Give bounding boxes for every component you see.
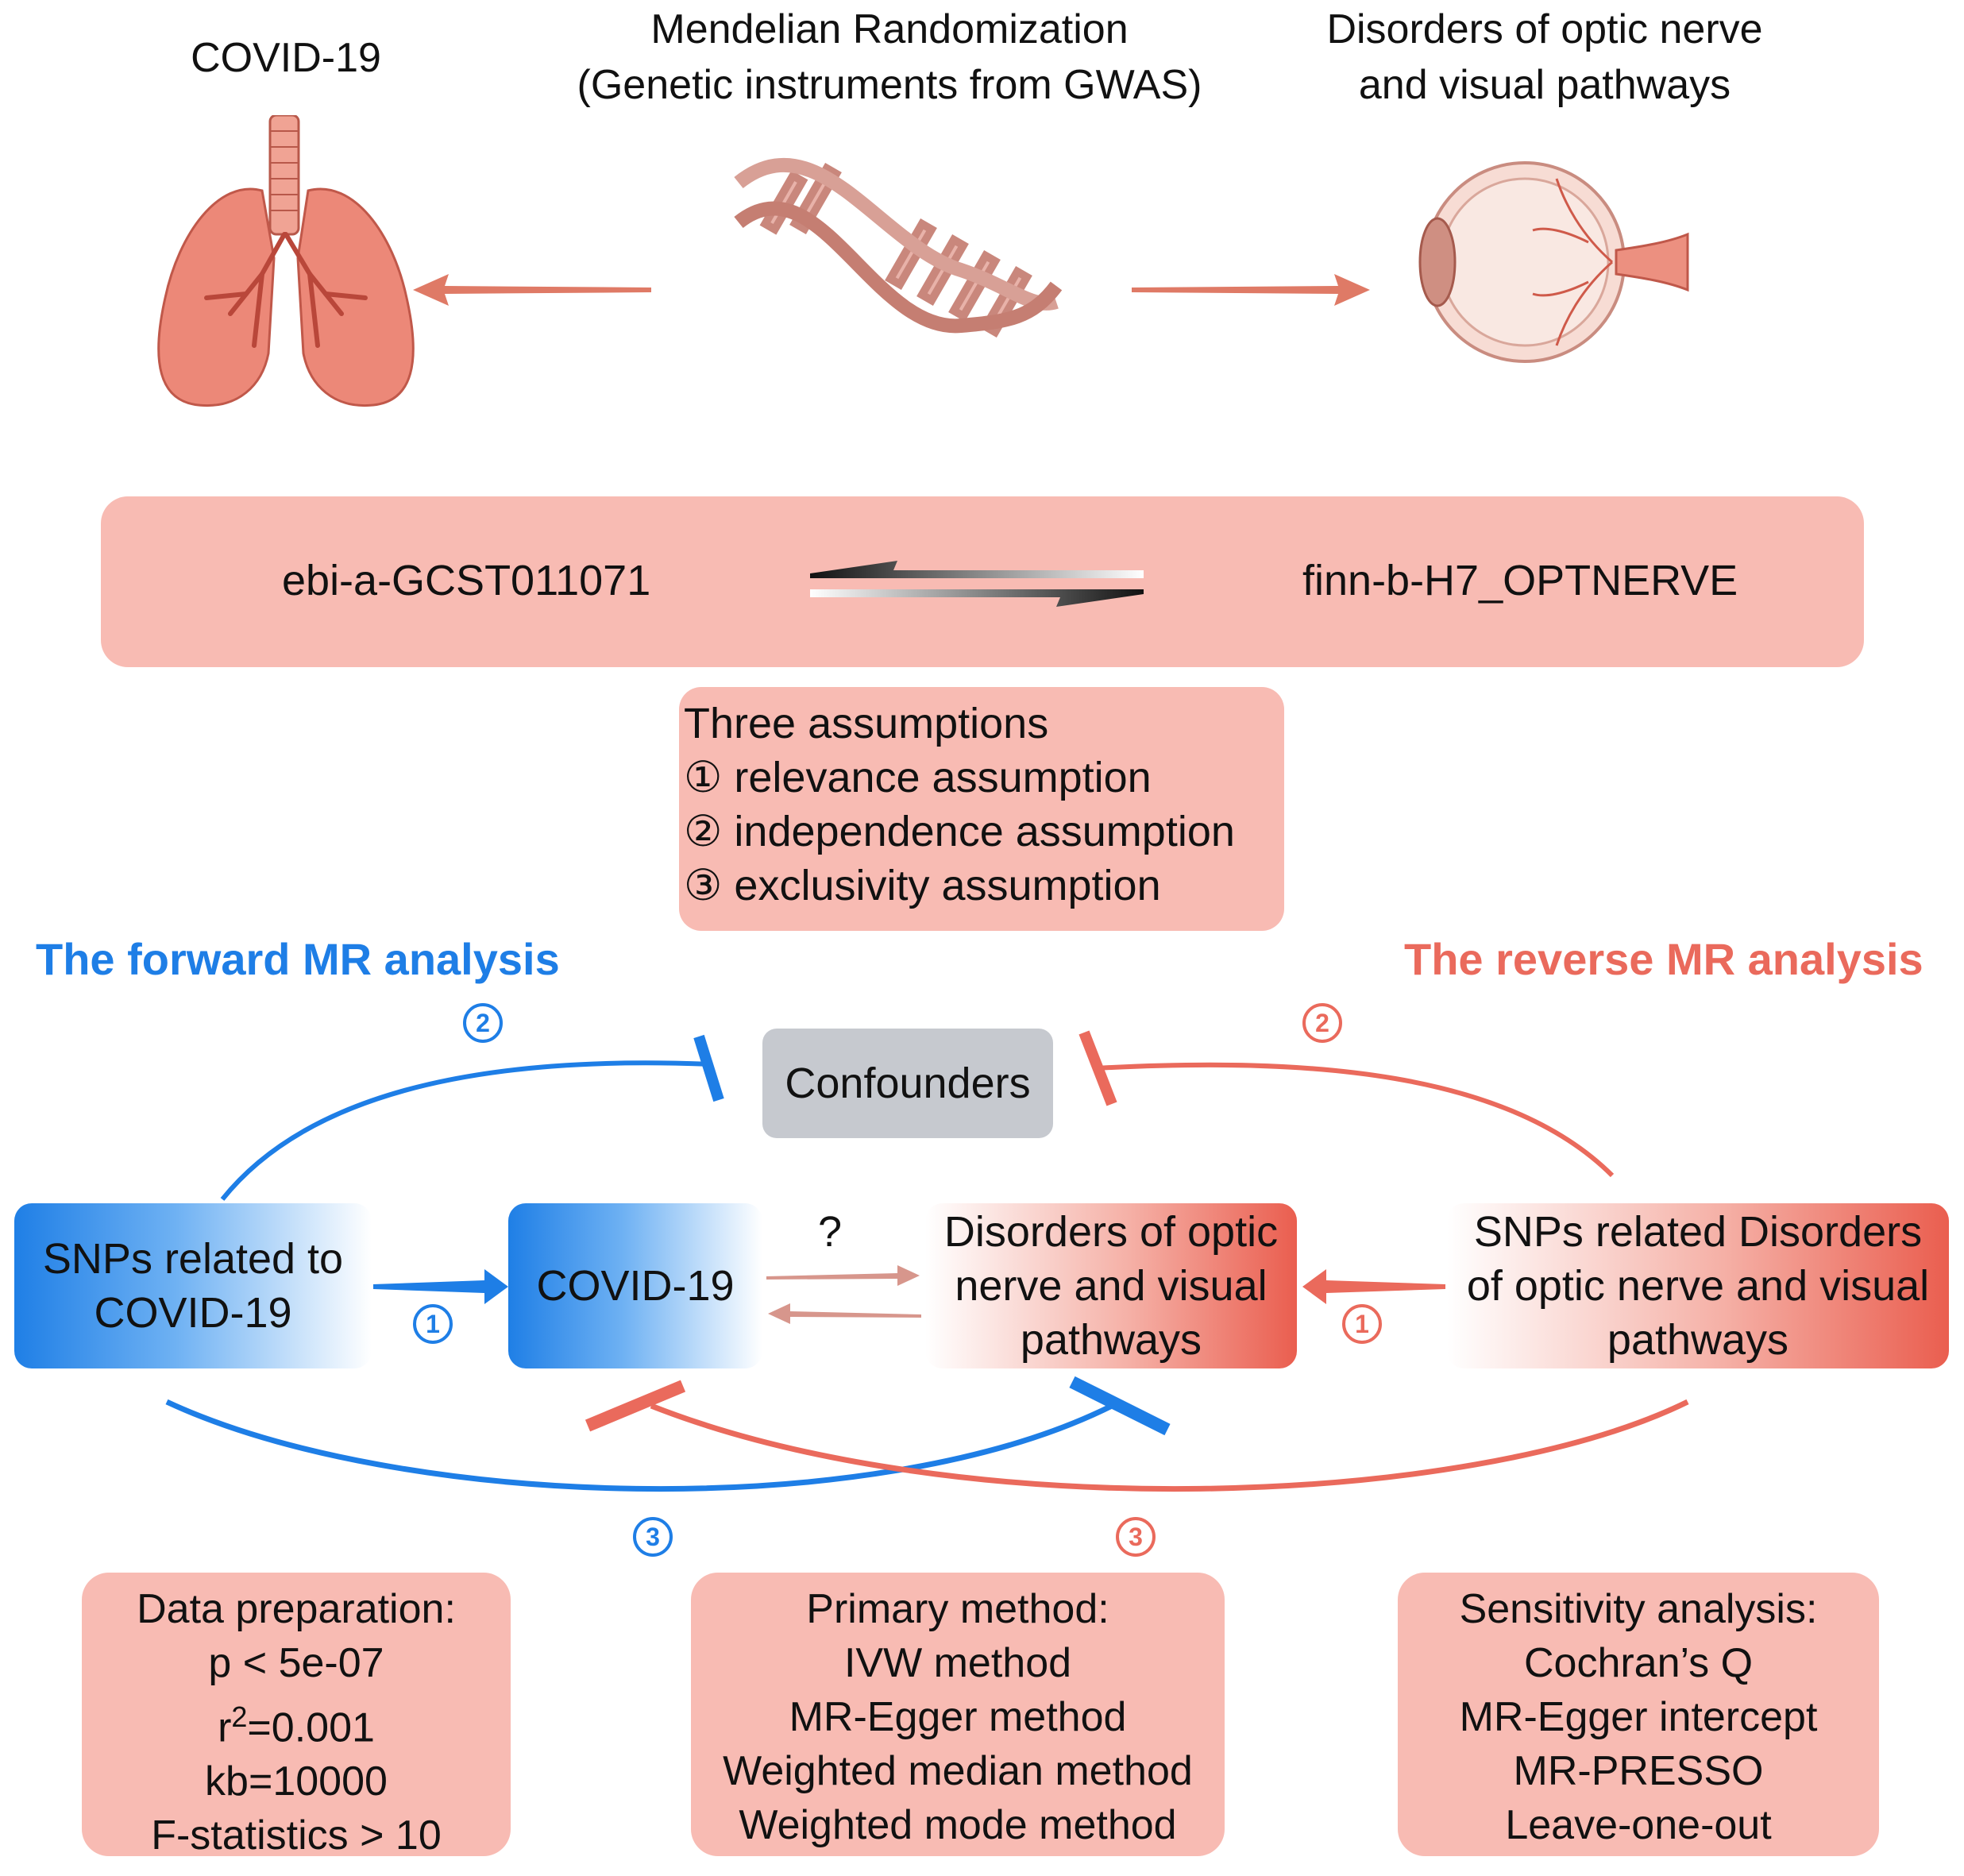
eyeball-icon [1418, 161, 1689, 363]
dna-helix-icon [734, 157, 1063, 338]
reverse-confounder-blocker [1078, 1030, 1117, 1106]
arrow-to-exposure [413, 274, 651, 306]
exposure-title: COVID-19 [191, 35, 381, 81]
sensitivity-title: Sensitivity analysis: [1459, 1586, 1818, 1632]
assumptions-title: Three assumptions [684, 700, 1049, 747]
confounders-box: Confounders [762, 1029, 1053, 1138]
sensitivity-mr-presso: MR-PRESSO [1513, 1748, 1764, 1794]
assumption-relevance: ① relevance assumption [684, 754, 1152, 801]
disorders-line1: Disorders of optic [943, 1208, 1279, 1256]
forward-analysis-title: The forward MR analysis [36, 934, 560, 984]
primary-weighted-mode: Weighted mode method [739, 1802, 1177, 1848]
method-title-line1: Mendelian Randomization [650, 6, 1129, 52]
reverse-marker-3: 3 [1116, 1517, 1156, 1557]
forward-confounder-arc [220, 1060, 712, 1201]
dataset-band [101, 496, 1864, 667]
primary-ivw: IVW method [843, 1640, 1072, 1686]
snps-covid-line2: COVID-19 [94, 1289, 292, 1337]
covid-node: COVID-19 [508, 1203, 762, 1368]
sensitivity-analysis-box: Sensitivity analysis: Cochran’s Q MR-Egg… [1398, 1573, 1879, 1856]
data-prep-r2: r2=0.001 [218, 1700, 375, 1751]
data-prep-title: Data preparation: [137, 1586, 456, 1632]
snps-disorders-line2: of optic nerve and visual [1466, 1262, 1930, 1310]
dataset-outcome-id: finn-b-H7_OPTNERVE [1302, 557, 1738, 604]
lungs-icon [157, 115, 415, 407]
causal-reverse-arrow [768, 1303, 921, 1324]
sensitivity-leave-one-out: Leave-one-out [1505, 1802, 1772, 1848]
reverse-analysis-title: The reverse MR analysis [1404, 934, 1923, 984]
reverse-marker-1: 1 [1342, 1304, 1382, 1344]
primary-weighted-median: Weighted median method [723, 1748, 1193, 1794]
data-prep-pvalue: p < 5e-07 [208, 1640, 384, 1686]
disorders-line2: nerve and visual [955, 1262, 1268, 1310]
data-preparation-box: Data preparation: p < 5e-07 r2=0.001 kb=… [82, 1573, 511, 1859]
outcome-title-line2: and visual pathways [1358, 62, 1731, 108]
forward-exclusivity-blocker [1069, 1376, 1171, 1436]
snps-covid-line1: SNPs related to [42, 1235, 344, 1283]
snps-disorders-line1: SNPs related Disorders [1473, 1208, 1923, 1256]
forward-relevance-arrow [373, 1269, 508, 1304]
arrow-to-outcome [1132, 274, 1370, 306]
method-title-line2: (Genetic instruments from GWAS) [577, 62, 1202, 108]
dataset-exposure-id: ebi-a-GCST011071 [282, 557, 651, 604]
causal-forward-arrow [766, 1265, 920, 1286]
primary-method-title: Primary method: [806, 1586, 1109, 1632]
assumption-exclusivity: ③ exclusivity assumption [684, 862, 1161, 909]
forward-confounder-blocker [693, 1034, 724, 1102]
bidirectional-arrows-icon [810, 561, 1144, 607]
forward-marker-2: 2 [463, 1003, 503, 1043]
reverse-exclusivity-arc [650, 1399, 1689, 1492]
snps-covid-box: SNPs related to COVID-19 [14, 1203, 372, 1368]
reverse-marker-2: 2 [1302, 1003, 1342, 1043]
reverse-relevance-arrow [1302, 1269, 1445, 1304]
reverse-exclusivity-blocker [585, 1380, 686, 1432]
snps-disorders-box: SNPs related Disorders of optic nerve an… [1447, 1203, 1949, 1368]
outcome-title-line1: Disorders of optic nerve [1326, 6, 1763, 52]
disorders-line3: pathways [1020, 1316, 1202, 1364]
forward-exclusivity-arc [165, 1399, 1113, 1492]
disorders-node: Disorders of optic nerve and visual path… [925, 1203, 1297, 1368]
reverse-confounder-arc [1095, 1062, 1615, 1178]
data-prep-kb: kb=10000 [205, 1758, 388, 1805]
outcome-title: Disorders of optic nerve and visual path… [1255, 2, 1835, 113]
snps-disorders-line3: pathways [1607, 1316, 1789, 1364]
covid-node-label: COVID-19 [536, 1262, 735, 1310]
assumptions-box: Three assumptions ① relevance assumption… [679, 687, 1284, 931]
confounders-label: Confounders [785, 1060, 1031, 1107]
method-title: Mendelian Randomization (Genetic instrum… [492, 2, 1287, 113]
sensitivity-egger-intercept: MR-Egger intercept [1459, 1694, 1818, 1740]
data-prep-fstat: F-statistics > 10 [151, 1812, 442, 1859]
primary-mr-egger: MR-Egger method [789, 1694, 1127, 1740]
forward-marker-3: 3 [633, 1517, 673, 1557]
forward-marker-1: 1 [413, 1304, 453, 1344]
primary-method-box: Primary method: IVW method MR-Egger meth… [691, 1573, 1225, 1856]
sensitivity-cochran: Cochran’s Q [1523, 1640, 1754, 1686]
assumption-independence: ② independence assumption [684, 808, 1235, 855]
causal-question-mark: ? [818, 1208, 843, 1256]
